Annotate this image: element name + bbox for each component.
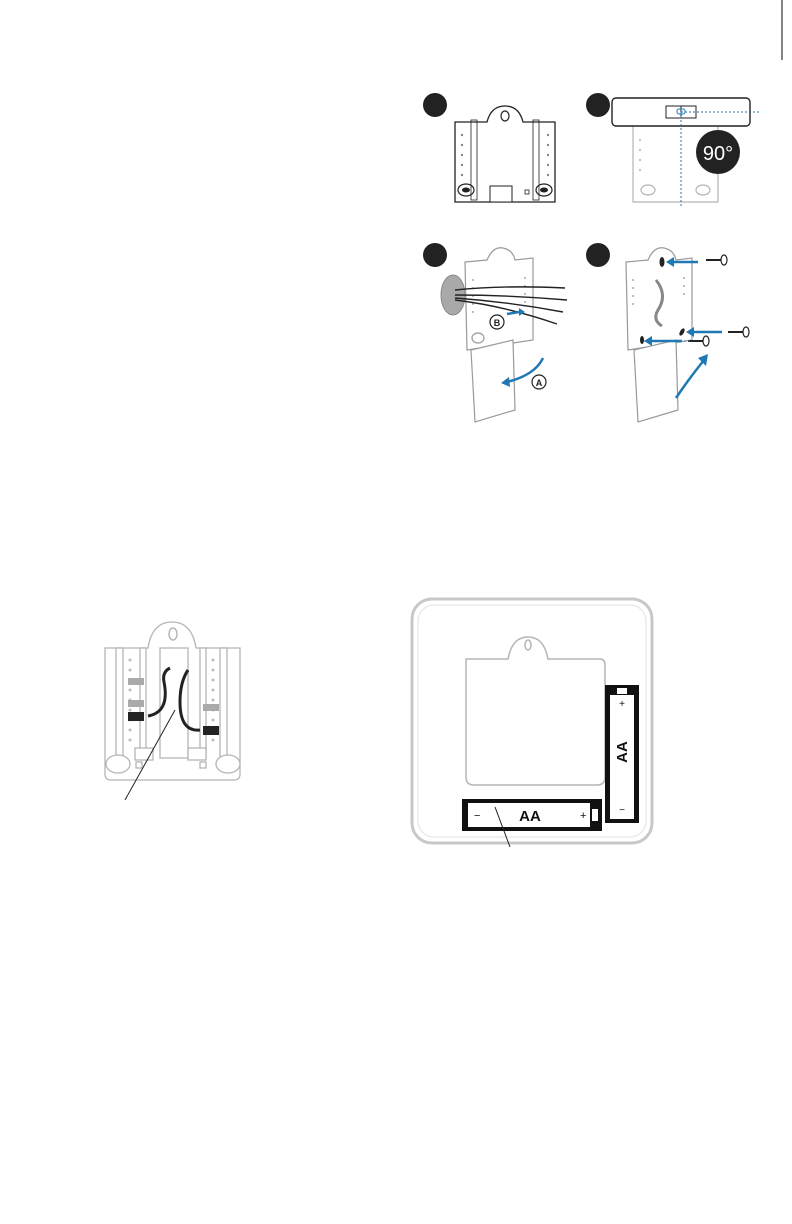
battery-left-minus: −	[474, 810, 480, 822]
screw-icon	[728, 327, 749, 337]
step-badge	[586, 243, 610, 267]
battery-left-plus: +	[580, 810, 586, 822]
step-figure-level-check: 90°	[578, 90, 778, 210]
cut-mark-icon	[770, 0, 792, 70]
step-figure-screw-plate	[578, 240, 768, 425]
step-badge	[423, 243, 447, 267]
battery-figure: + AA − − AA +	[410, 597, 655, 847]
angle-text: 90°	[703, 143, 733, 165]
battery-right-plus: +	[619, 699, 625, 710]
battery-left-label: AA	[519, 808, 541, 825]
battery-right-minus: −	[619, 805, 625, 816]
mount-plate-illustration	[415, 90, 565, 210]
step-figure-insert-wires: B A	[415, 240, 585, 425]
screw-plate-illustration	[578, 240, 768, 425]
step-badge	[586, 93, 610, 117]
step-figure-mount-plate	[415, 90, 565, 210]
battery-right-label: AA	[614, 741, 631, 763]
insert-wires-illustration: B A	[415, 240, 585, 425]
wired-plate-illustration	[100, 612, 275, 802]
screw-icon	[706, 255, 727, 265]
wired-plate-figure	[100, 612, 275, 802]
level-check-illustration: 90°	[578, 90, 778, 210]
callout-b: B	[494, 318, 501, 328]
step-badge	[423, 93, 447, 117]
callout-a: A	[536, 378, 543, 388]
battery-compartment-illustration: + AA − − AA +	[410, 597, 655, 847]
